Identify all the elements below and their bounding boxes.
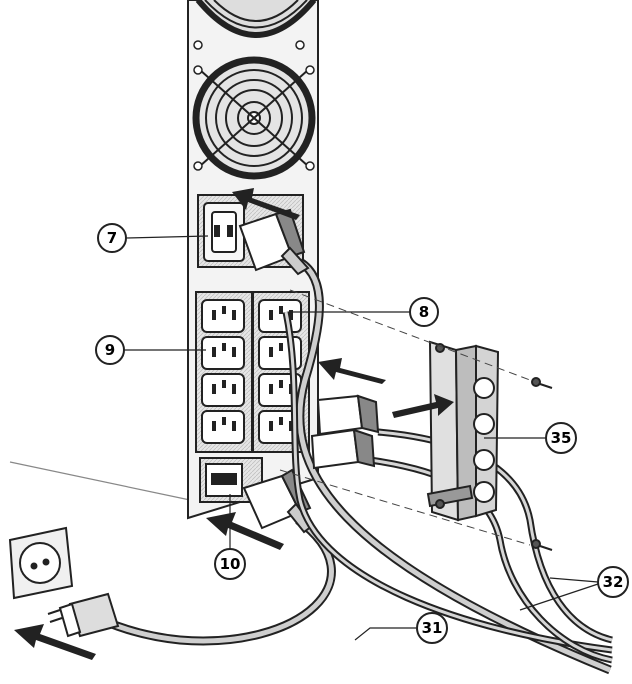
callout-31: 31 <box>416 612 448 644</box>
guide-lines <box>279 289 531 546</box>
arrow-into-socket-7 <box>232 188 300 220</box>
leader-31 <box>354 627 416 641</box>
svg-text:31: 31 <box>422 619 443 637</box>
arrow-into-wall <box>14 624 96 660</box>
arrow-right-bracket <box>392 394 454 418</box>
cable-7 <box>295 258 612 675</box>
callout-8: 8 <box>409 297 439 327</box>
fan-main <box>192 56 316 180</box>
leader-7 <box>125 235 209 239</box>
callout-10: 10 <box>214 548 246 580</box>
leader-32 <box>519 577 599 611</box>
outlet-group-9 <box>195 291 253 453</box>
bracket-35 <box>426 340 500 522</box>
callout-9: 9 <box>95 335 125 365</box>
svg-text:35: 35 <box>551 429 572 447</box>
cable-8 <box>282 311 613 654</box>
schuko-plug <box>47 592 120 638</box>
svg-text:7: 7 <box>107 229 117 247</box>
svg-text:8: 8 <box>419 303 429 321</box>
svg-text:10: 10 <box>220 555 241 573</box>
arrows <box>14 188 454 660</box>
arrow-into-socket-10 <box>206 512 284 550</box>
floor-line <box>9 461 191 501</box>
callout-leaders <box>124 235 599 641</box>
arrow-left-bracket <box>318 358 386 384</box>
bracket-plugs <box>310 394 380 470</box>
screws <box>531 377 553 551</box>
callout-35: 35 <box>545 422 577 454</box>
fan-top <box>193 0 317 50</box>
callout-7: 7 <box>97 223 127 253</box>
cable-31 <box>82 516 336 646</box>
svg-text:32: 32 <box>603 573 624 591</box>
callout-32: 32 <box>597 566 629 598</box>
svg-text:9: 9 <box>105 341 115 359</box>
plug-7 <box>238 208 310 276</box>
wall-outlet <box>8 526 74 600</box>
